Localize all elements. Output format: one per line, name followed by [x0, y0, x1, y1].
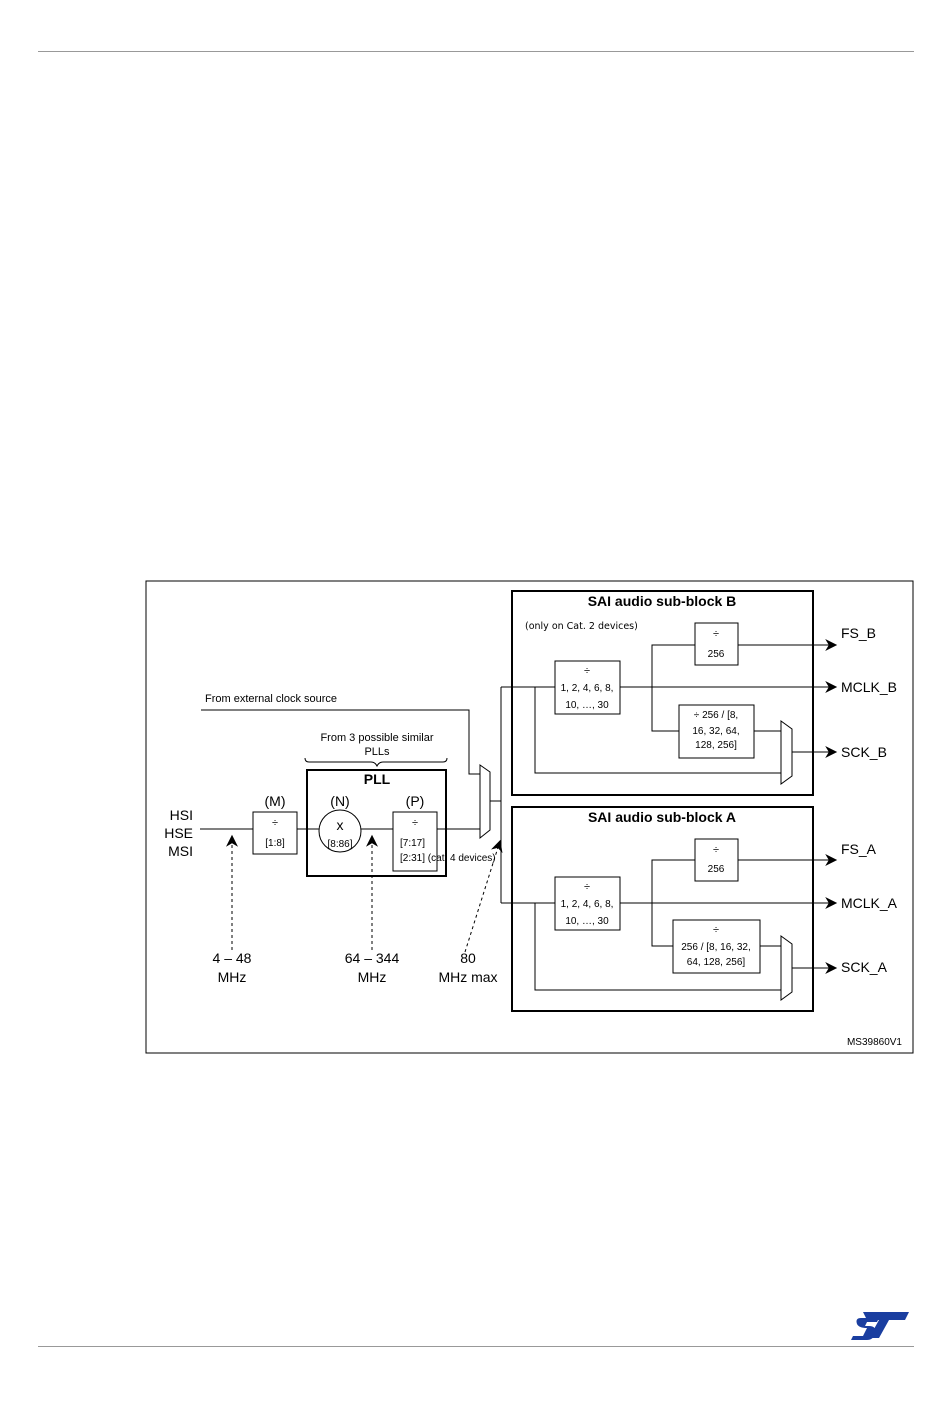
m-divider-box [252, 811, 298, 855]
freq-3-unit: MHz max [438, 969, 497, 985]
p-divider-box [392, 811, 438, 872]
sai-sub-block-a: SAI audio sub-block A ÷ 1, 2, 4, 6, 8, 1… [501, 806, 838, 1012]
freq-2-value: 64 – 344 [345, 950, 400, 966]
block-b-sck-divider [678, 704, 755, 759]
input-mux [479, 764, 491, 840]
freq-1-unit: MHz [218, 969, 247, 985]
block-b-note: (only on Cat. 2 devices) [525, 621, 638, 632]
block-a-bypass-wire [534, 903, 781, 991]
output-fs-a: FS_A [841, 841, 877, 857]
external-source-label: From external clock source [205, 693, 337, 705]
figure-frame [145, 580, 914, 1054]
block-b-sck-values-2: 16, 32, 64, [692, 726, 739, 737]
output-mclk-b: MCLK_B [841, 679, 897, 695]
p-divider-symbol: ÷ [412, 817, 418, 829]
freq-arrow-3 [464, 839, 503, 953]
header-rule [38, 51, 914, 52]
p-label: (P) [406, 793, 425, 809]
output-sck-a: SCK_A [841, 959, 888, 975]
block-b-sck-values-3: 128, 256] [695, 740, 737, 751]
m-divider-symbol: ÷ [272, 817, 278, 829]
block-b-frame [511, 590, 814, 796]
block-a-div-symbol: ÷ [584, 881, 590, 893]
block-a-sck-values-2: 64, 128, 256] [687, 957, 746, 968]
input-hse: HSE [164, 825, 193, 841]
n-multiplier-range: [8:86] [327, 839, 352, 850]
p-divider-range: [7:17] [400, 838, 425, 849]
output-sck-b: SCK_B [841, 744, 887, 760]
block-a-fs-divider [694, 838, 739, 882]
block-b-sck-values: ÷ 256 / [8, [694, 710, 738, 721]
footer-rule [38, 1346, 914, 1347]
block-b-div-symbol: ÷ [584, 665, 590, 677]
block-a-sck-values: 256 / [8, 16, 32, [681, 942, 751, 953]
block-a-div-values-2: 10, …, 30 [565, 916, 609, 927]
n-multiplier-circle [318, 809, 362, 853]
block-b-bypass-wire [534, 687, 781, 774]
block-b-div-values-2: 10, …, 30 [565, 700, 609, 711]
block-a-frame [511, 806, 814, 1012]
sai-sub-block-b: SAI audio sub-block B (only on Cat. 2 de… [501, 590, 838, 796]
block-b-fs-symbol: ÷ [713, 628, 719, 640]
block-b-fs-value: 256 [708, 649, 725, 660]
m-divider-range: [1:8] [265, 838, 285, 849]
st-logo [851, 1312, 909, 1340]
p-divider-range-cat4: [2:31] (cat. 4 devices) [400, 853, 496, 864]
block-b-sck-mux [780, 720, 793, 785]
m-label: (M) [265, 793, 286, 809]
block-a-title: SAI audio sub-block A [588, 809, 736, 825]
similar-plls-label-2: PLLs [364, 746, 390, 758]
pll-title: PLL [364, 771, 391, 787]
freq-1-value: 4 – 48 [213, 950, 252, 966]
similar-plls-brace [304, 757, 448, 768]
block-b-fs-divider [694, 622, 739, 666]
block-a-div-values: 1, 2, 4, 6, 8, [561, 899, 614, 910]
block-a-branch-wire [651, 859, 695, 947]
pll-block [306, 769, 447, 877]
freq-2-unit: MHz [358, 969, 387, 985]
input-msi: MSI [168, 843, 193, 859]
block-a-mclk-divider [554, 876, 621, 931]
freq-3-value: 80 [460, 950, 476, 966]
block-b-title: SAI audio sub-block B [588, 593, 737, 609]
block-a-fs-symbol: ÷ [713, 844, 719, 856]
n-label: (N) [330, 793, 349, 809]
block-a-sck-symbol: ÷ [713, 924, 719, 936]
output-fs-b: FS_B [841, 625, 876, 641]
external-source-wire [201, 709, 480, 775]
similar-plls-label: From 3 possible similar [320, 732, 433, 744]
mux-to-blocks-wire [490, 687, 502, 903]
n-multiplier-symbol: x [337, 817, 344, 833]
block-a-sck-mux [780, 935, 793, 1001]
figure-id: MS39860V1 [847, 1037, 902, 1048]
block-b-branch-wire [651, 644, 695, 732]
block-a-sck-divider [672, 919, 761, 974]
input-hsi: HSI [170, 807, 193, 823]
output-mclk-a: MCLK_A [841, 895, 898, 911]
block-a-fs-value: 256 [708, 864, 725, 875]
block-b-div-values: 1, 2, 4, 6, 8, [561, 683, 614, 694]
